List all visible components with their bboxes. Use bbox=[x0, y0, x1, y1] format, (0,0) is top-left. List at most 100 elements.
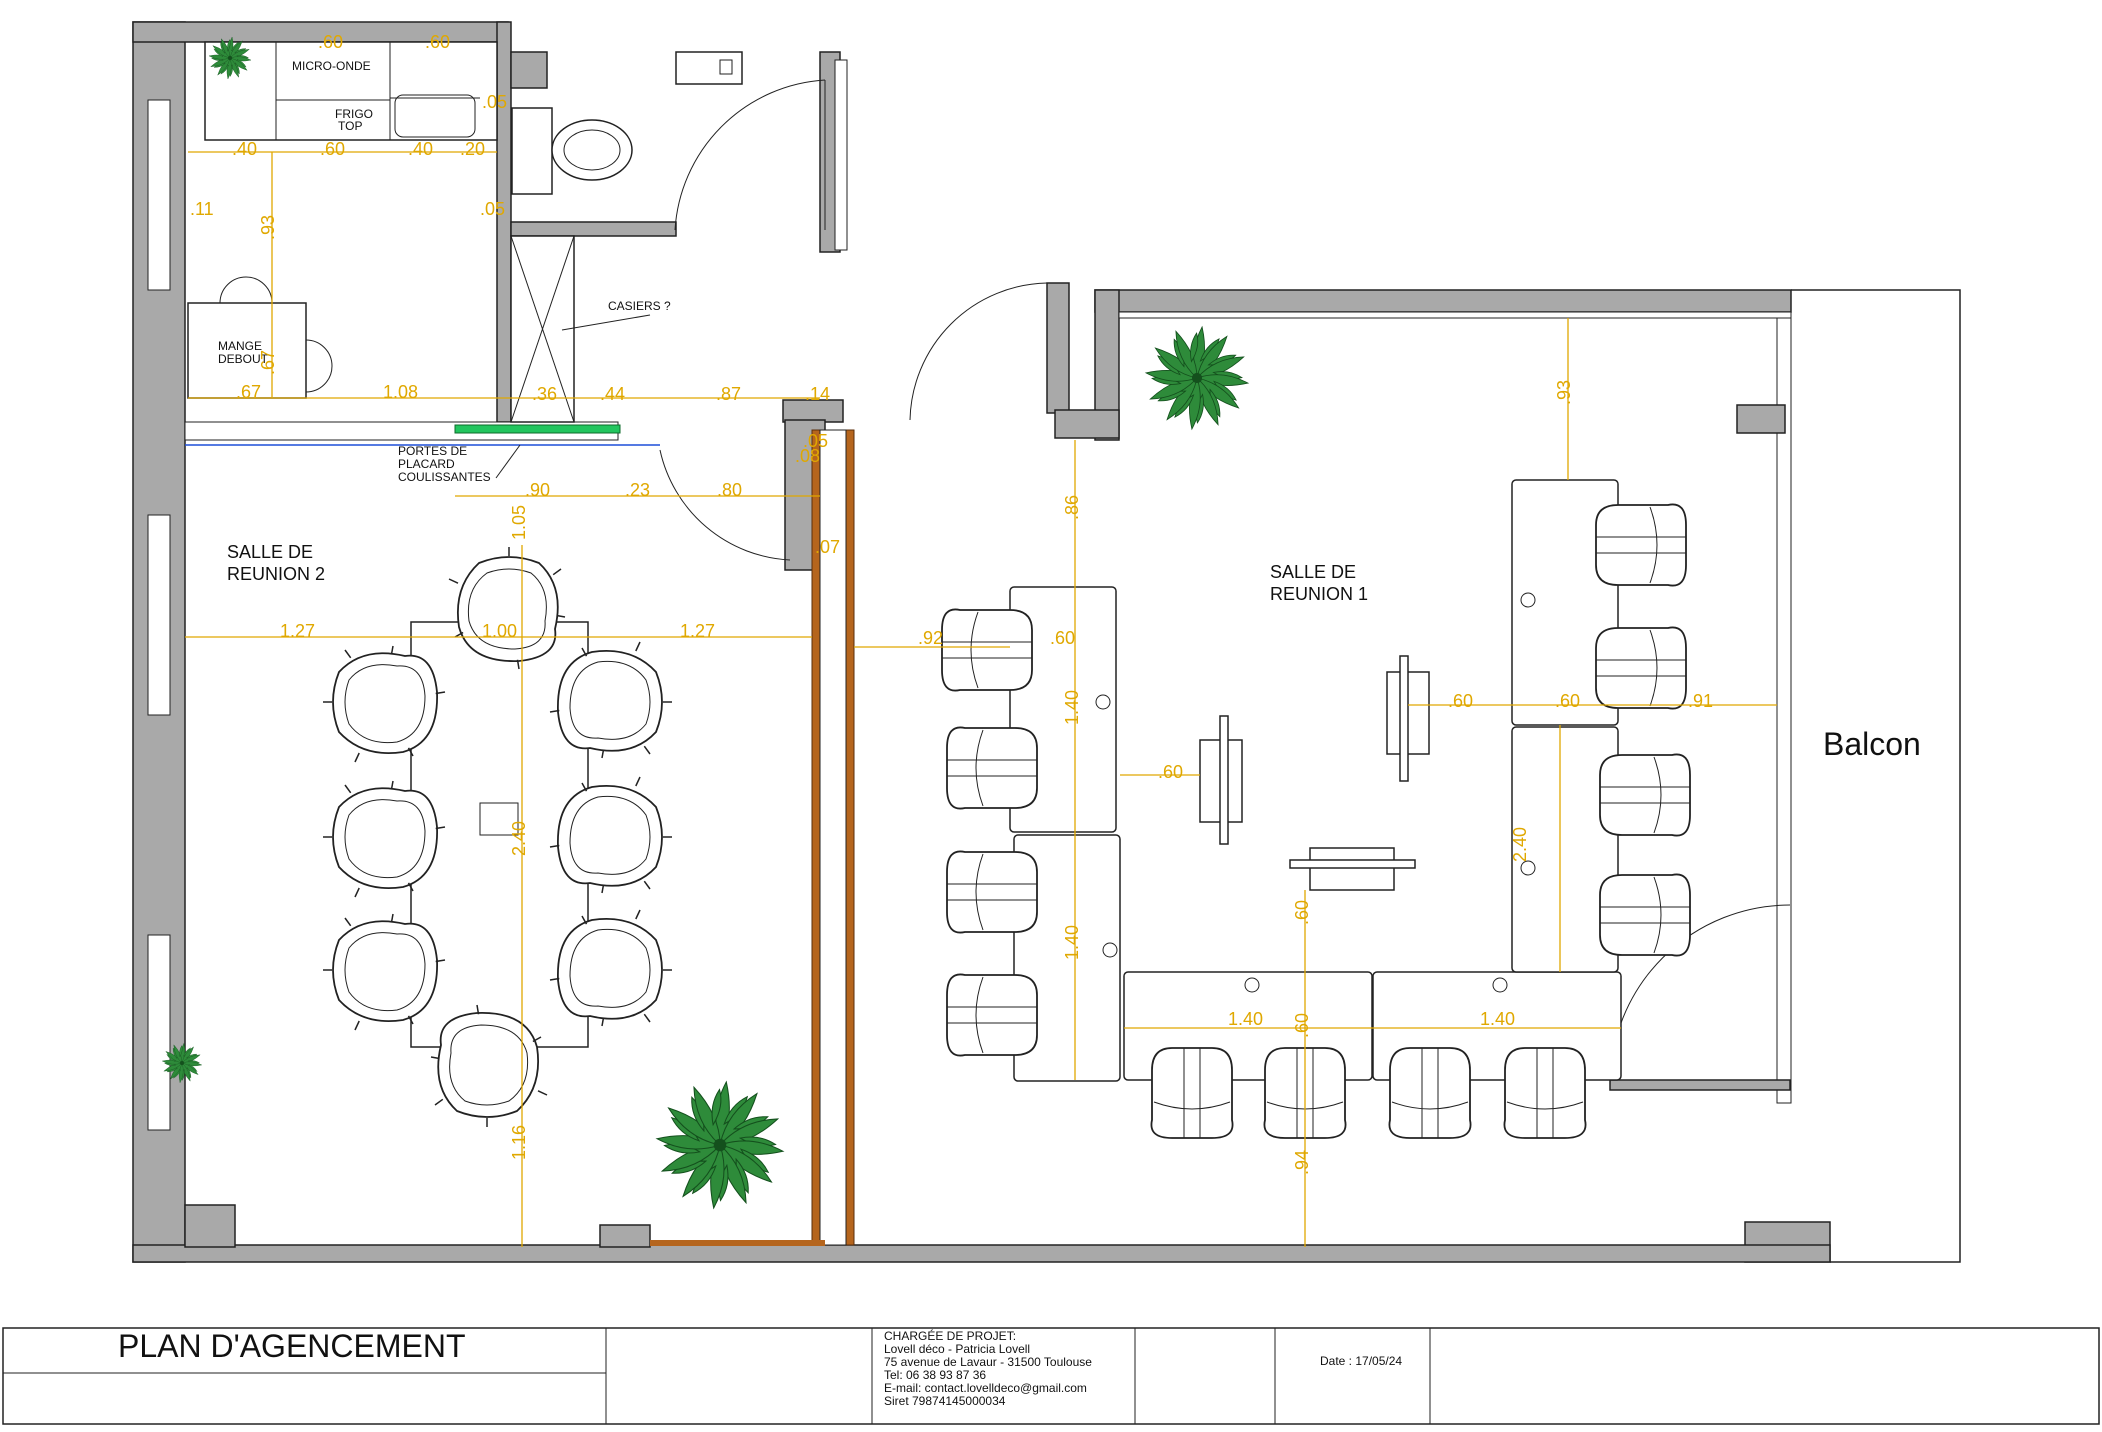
partition-bottom bbox=[650, 1240, 825, 1246]
closet-label-1: PORTES DE bbox=[398, 444, 467, 458]
meeting1-chair-left bbox=[946, 850, 1038, 934]
window-left-3 bbox=[147, 934, 171, 1131]
meeting2-door-arc bbox=[659, 449, 791, 561]
kitchen-right-wall bbox=[496, 21, 512, 423]
meeting1-chair-bottom bbox=[1503, 1047, 1587, 1139]
dim-label: .67 bbox=[258, 350, 278, 375]
dim-label: .60 bbox=[1050, 628, 1075, 648]
screen-2 bbox=[1399, 655, 1409, 782]
meeting1-top-window bbox=[1118, 311, 1792, 319]
siret-line: Siret 79874145000034 bbox=[884, 1394, 1006, 1408]
title-block: PLAN D'AGENCEMENT CHARGÉE DE PROJET: Lov… bbox=[2, 1327, 2100, 1425]
company-line: Lovell déco - Patricia Lovell bbox=[884, 1342, 1030, 1356]
dim-label: .94 bbox=[1292, 1150, 1312, 1175]
title-block-frame bbox=[2, 1327, 2100, 1425]
bottom-left-pier bbox=[184, 1204, 236, 1248]
mange-label-1: MANGE bbox=[218, 339, 262, 353]
dim-label: .60 bbox=[1292, 1013, 1312, 1038]
dim-label: .87 bbox=[716, 384, 741, 404]
meeting1-chair-bottom bbox=[1150, 1047, 1234, 1139]
dim-label: 1.27 bbox=[280, 621, 315, 641]
dim-label: 1.40 bbox=[1228, 1009, 1263, 1029]
dim-label: .67 bbox=[236, 382, 261, 402]
meeting2-chair bbox=[549, 641, 672, 759]
dim-label: .92 bbox=[918, 628, 943, 648]
meeting2-chair bbox=[549, 776, 672, 894]
meeting1-door-arc bbox=[909, 282, 1048, 421]
dimension-labels: .60 .60 .05 .40 .60 .40 .20 .11 .93 .05 … bbox=[190, 32, 1713, 1175]
dim-label: .05 bbox=[803, 431, 828, 451]
address-line: 75 avenue de Lavaur - 31500 Toulouse bbox=[884, 1355, 1092, 1369]
dim-label: .91 bbox=[1688, 691, 1713, 711]
meeting1-pillar bbox=[1046, 282, 1070, 414]
dim-label: .90 bbox=[525, 480, 550, 500]
dim-label: .80 bbox=[717, 480, 742, 500]
dim-label: 2.40 bbox=[509, 821, 529, 856]
screen-stand-3 bbox=[1309, 847, 1395, 891]
dim-label: 1.16 bbox=[509, 1125, 529, 1160]
wc-handbasin bbox=[675, 51, 743, 85]
balcony-outline bbox=[1791, 289, 1961, 1263]
bottom-exterior-wall bbox=[132, 1244, 1831, 1263]
meeting2-chair bbox=[323, 913, 446, 1031]
partition-core bbox=[819, 429, 847, 1246]
dim-label: .93 bbox=[258, 215, 278, 240]
dim-label: 1.05 bbox=[509, 505, 529, 540]
meeting1-label-1: SALLE DE bbox=[1270, 562, 1356, 582]
window-left-2 bbox=[147, 514, 171, 716]
meeting1-desk-right-2 bbox=[1511, 726, 1619, 973]
stool-1 bbox=[219, 276, 273, 304]
dimension-lines bbox=[185, 151, 1777, 1247]
meeting2-label-2: REUNION 2 bbox=[227, 564, 325, 584]
wc bbox=[511, 51, 743, 195]
dim-label: .05 bbox=[480, 199, 505, 219]
dim-label: .60 bbox=[320, 139, 345, 159]
dim-label: 1.40 bbox=[1062, 690, 1082, 725]
bottom-mid-pier bbox=[599, 1224, 651, 1248]
screen-3 bbox=[1289, 859, 1416, 869]
plant-meeting1 bbox=[1144, 325, 1250, 431]
window-left-1 bbox=[147, 99, 171, 291]
stool-2 bbox=[305, 339, 333, 393]
dim-label: .08 bbox=[795, 446, 820, 466]
meeting-room-1: SALLE DE REUNION 1 bbox=[941, 479, 1691, 1139]
date-line: Date : 17/05/24 bbox=[1320, 1354, 1402, 1368]
closet-label-3: COULISSANTES bbox=[398, 470, 491, 484]
phone-line: Tel: 06 38 93 87 36 bbox=[884, 1368, 986, 1382]
dim-label: .36 bbox=[532, 384, 557, 404]
dim-label: 1.40 bbox=[1062, 925, 1082, 960]
meeting1-desk-left-2 bbox=[1013, 834, 1121, 1082]
dim-label: .44 bbox=[600, 384, 625, 404]
dim-label: 2.40 bbox=[1510, 827, 1530, 862]
meeting1-chair-bottom bbox=[1388, 1047, 1472, 1139]
dim-label: .60 bbox=[1292, 900, 1312, 925]
dim-label: .40 bbox=[408, 139, 433, 159]
wc-door-arc bbox=[674, 79, 826, 231]
dim-label: 1.08 bbox=[383, 382, 418, 402]
meeting1-bottom-right-wall bbox=[1609, 1079, 1791, 1091]
partition-wall-right bbox=[845, 429, 855, 1246]
fridge-label-2: TOP bbox=[338, 119, 362, 133]
meeting1-chair-right bbox=[1599, 873, 1691, 957]
meeting2-chair bbox=[323, 645, 446, 763]
meeting1-corner bbox=[1054, 409, 1120, 439]
dim-label: .40 bbox=[232, 139, 257, 159]
meeting1-chair-right bbox=[1599, 753, 1691, 837]
wc-bottom-wall bbox=[510, 221, 677, 237]
meeting1-top-wall bbox=[1094, 289, 1792, 313]
closet-label-2: PLACARD bbox=[398, 457, 455, 471]
meeting2-chair bbox=[549, 909, 672, 1027]
door-swings bbox=[659, 79, 1791, 1086]
plant-kitchen bbox=[208, 36, 252, 80]
meeting1-label-2: REUNION 1 bbox=[1270, 584, 1368, 604]
meeting2-chair bbox=[448, 547, 566, 670]
mange-label-2: DEBOUT bbox=[218, 352, 269, 366]
plan-title: PLAN D'AGENCEMENT bbox=[118, 1328, 466, 1364]
dim-label: .86 bbox=[1062, 495, 1082, 520]
lockers: CASIERS ? bbox=[510, 235, 671, 423]
email-line: E-mail: contact.lovelldeco@gmail.com bbox=[884, 1381, 1087, 1395]
dim-label: 1.27 bbox=[680, 621, 715, 641]
meeting1-chair-left bbox=[946, 726, 1038, 810]
